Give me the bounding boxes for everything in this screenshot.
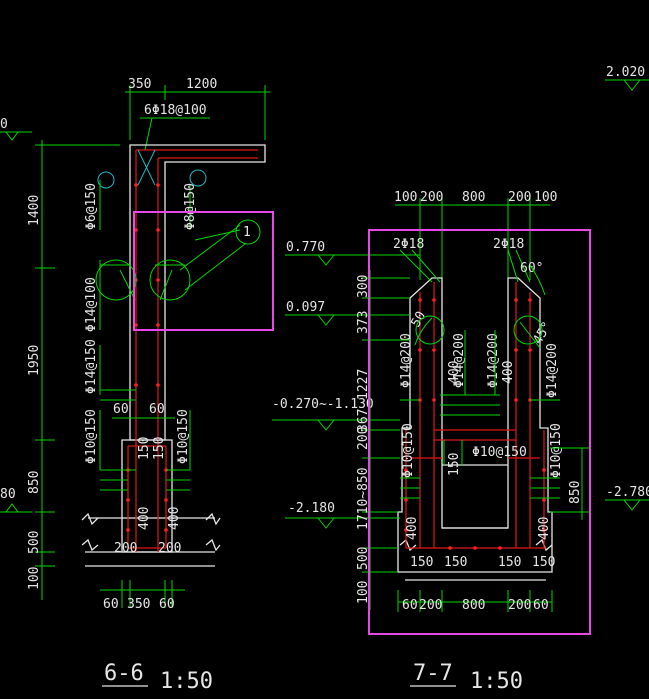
s77-v-500: 500 [356, 547, 371, 570]
s66-v-100: 100 [27, 567, 42, 590]
s66-title: 6-6 [104, 661, 144, 686]
s66-200b: 200 [158, 541, 181, 556]
s77-bot-60a: 60 [402, 598, 418, 613]
s66-v-850: 850 [27, 471, 42, 494]
s77-top-100a: 100 [394, 190, 417, 205]
s77-bot-200a: 200 [419, 598, 442, 613]
s77-bar-right: 2Φ18 [493, 237, 524, 252]
s66-label-phi8: Φ8@150 [183, 183, 198, 230]
s66-detail-marker: 1 [243, 225, 251, 240]
s77-level-0770: 0.770 [286, 240, 325, 255]
s66-inner-60b: 60 [149, 402, 165, 417]
s66-label-phi14-150: Φ14@150 [84, 339, 99, 394]
s77-scale: 1:50 [470, 669, 523, 694]
s77-bot-800: 800 [462, 598, 485, 613]
s77-l4: Φ14@200 [545, 343, 560, 398]
right-edge-fragments: 2.020 -2.780 [605, 65, 649, 511]
s77-v-200: 200 [356, 427, 371, 450]
s66-top-bar: 6Φ18@100 [144, 103, 207, 118]
s77-v-1710: 1710~850 [356, 467, 371, 530]
s66-bot-350: 350 [127, 597, 150, 612]
s77-150b: 150 [410, 555, 433, 570]
edge-level-top: 2.020 [606, 65, 645, 80]
s77-v-1227: 1227 [356, 369, 371, 400]
s66-label-phi10-right: Φ10@150 [176, 409, 191, 464]
s66-v-500: 500 [27, 531, 42, 554]
s77-v-300: 300 [356, 275, 371, 298]
s77-400c: 400 [537, 517, 552, 540]
s77-150a: 150 [447, 453, 462, 476]
s77-top-200a: 200 [420, 190, 443, 205]
s77-150d: 150 [498, 555, 521, 570]
s77-level-0270: -0.270~-1.130 [272, 397, 374, 412]
s77-l3: Φ14@200 [486, 333, 501, 388]
s77-n50: 50 [408, 309, 429, 330]
s77-l7: Φ10@150 [549, 423, 564, 478]
s77-level-0097: 0.097 [286, 300, 325, 315]
s77-l1: Φ14@200 [399, 333, 414, 388]
s77-title: 7-7 [413, 661, 453, 686]
s77-400b: 400 [501, 361, 516, 384]
s66-dim-350: 350 [128, 77, 151, 92]
s66-label-phi10-left: Φ10@150 [84, 409, 99, 464]
edge-level-upper: 0 [0, 117, 8, 132]
left-edge-fragments: 0 80 [0, 117, 32, 513]
edge-level-lower: 80 [0, 487, 16, 502]
s77-bot-200b: 200 [508, 598, 531, 613]
s77-150e: 150 [532, 555, 555, 570]
section-6-6: 350 1200 6Φ18@100 [27, 77, 274, 694]
s66-inner-60a: 60 [113, 402, 129, 417]
s66-v-1400: 1400 [27, 195, 42, 226]
s77-l6: Φ10@150 [472, 445, 527, 460]
s66-scale: 1:50 [160, 669, 213, 694]
s66-dim-1200: 1200 [186, 77, 217, 92]
s66-highlight-box [133, 211, 274, 331]
s77-bar-left: 2Φ18 [393, 237, 424, 252]
s66-bot-60b: 60 [159, 597, 175, 612]
s66-label-phi14-100: Φ14@100 [84, 277, 99, 332]
s77-400a: 400 [447, 361, 462, 384]
s77-l5: Φ10@150 [401, 423, 416, 478]
s66-400a: 400 [137, 507, 152, 530]
s66-400b: 400 [167, 507, 182, 530]
s77-top-100b: 100 [534, 190, 557, 205]
s77-l2: Φ14@200 [452, 333, 467, 388]
s77-v-100: 100 [356, 581, 371, 604]
s77-bot-60b: 60 [533, 598, 549, 613]
s66-150a: 150 [137, 437, 152, 460]
s66-200a: 200 [114, 541, 137, 556]
s66-150b: 150 [152, 437, 167, 460]
edge-level-mid: -2.780 [606, 485, 649, 500]
s77-highlight-box [368, 229, 591, 635]
s77-v-373: 373 [356, 311, 371, 334]
s77-top-200b: 200 [508, 190, 531, 205]
s77-v-367: 367 [356, 409, 371, 432]
s77-400d: 400 [405, 517, 420, 540]
s77-150c: 150 [444, 555, 467, 570]
section-7-7: 100 200 800 200 100 [272, 190, 591, 694]
s77-top-800: 800 [462, 190, 485, 205]
s66-bot-60a: 60 [103, 597, 119, 612]
s77-v-850: 850 [568, 481, 583, 504]
s66-label-phi6: Φ6@150 [84, 183, 99, 230]
s66-v-1950: 1950 [27, 345, 42, 376]
s77-level-2180: -2.180 [288, 501, 335, 516]
